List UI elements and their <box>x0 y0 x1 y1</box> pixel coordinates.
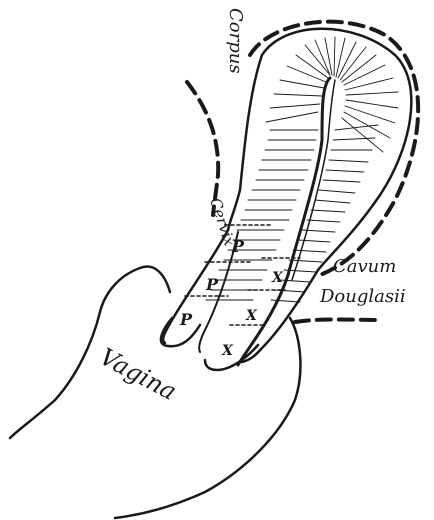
vagina-label: Vagina <box>95 343 181 406</box>
vagina-posterior <box>115 318 300 518</box>
x-marker-2: X <box>245 308 258 324</box>
x-marker-1: X <box>271 270 284 286</box>
p-marker-3: P <box>179 310 193 329</box>
douglas-lower-dashed-line <box>295 320 380 323</box>
corpus-anterior-wall <box>228 55 262 230</box>
corpus-outline <box>262 29 411 270</box>
cervix-anterior-wall <box>163 230 228 343</box>
p-marker-2: P <box>205 275 219 294</box>
x-marker-3: X <box>221 343 234 359</box>
corpus-label: Corpus <box>225 8 246 74</box>
anterior-peritoneum-dashed-line <box>187 82 218 215</box>
vagina-fornix-anterior <box>140 267 170 292</box>
p-marker-1: P <box>231 237 245 256</box>
douglasii-label: Douglasii <box>319 286 406 307</box>
cavum-label: Cavum <box>333 256 396 277</box>
